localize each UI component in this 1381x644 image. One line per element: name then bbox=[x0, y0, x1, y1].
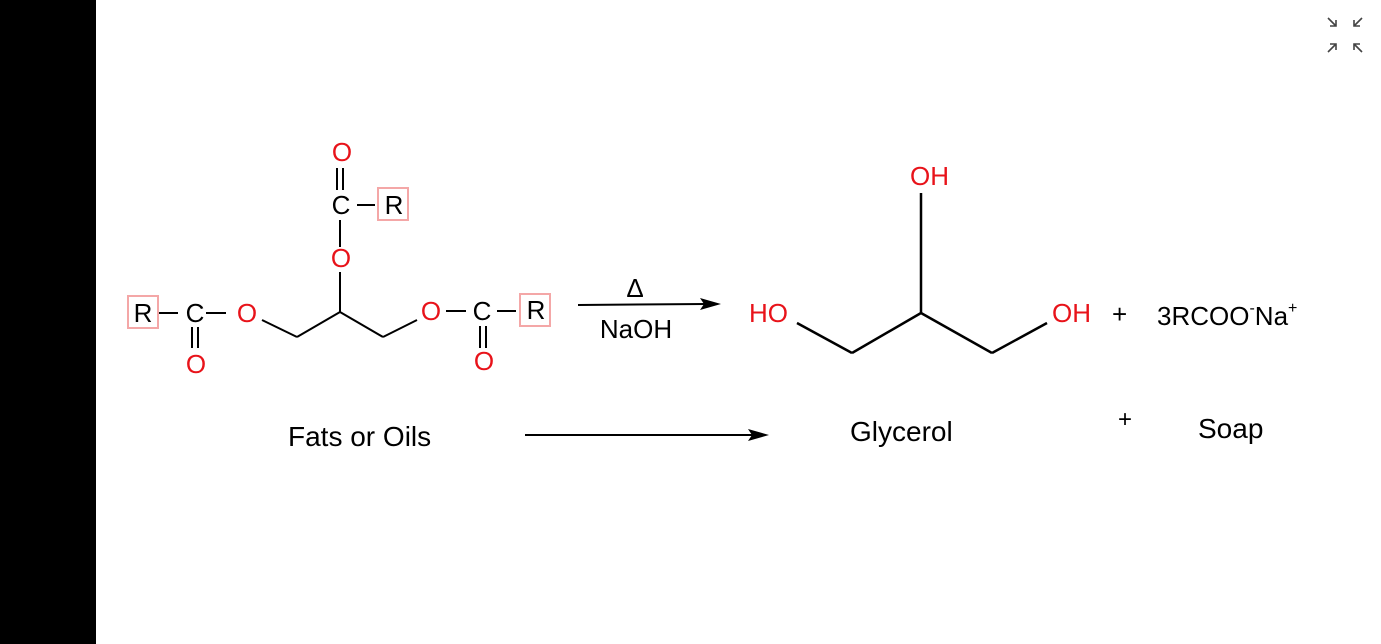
soap-formula-anion: 3RCOO bbox=[1157, 301, 1249, 331]
atom-c-right: C bbox=[473, 296, 492, 326]
atom-r-right: R bbox=[527, 295, 546, 325]
atom-c-left: C bbox=[186, 298, 205, 328]
bond-ch2-ch-left bbox=[296, 311, 341, 338]
glycerol-bond-1 bbox=[796, 321, 853, 355]
bond-ch-ch2-right bbox=[339, 311, 384, 338]
atom-o-carbonyl-left: O bbox=[186, 349, 206, 379]
bond-o-ch2-left bbox=[261, 319, 298, 338]
collapse-fullscreen-icon-graphic bbox=[1327, 17, 1363, 53]
glycerol-oh-top: OH bbox=[910, 161, 949, 191]
r-box-left bbox=[127, 295, 159, 329]
heat-delta-label: Δ bbox=[626, 273, 643, 303]
glycerol-bond-2 bbox=[851, 311, 922, 355]
atom-o-ester-left: O bbox=[237, 298, 257, 328]
caption-glycerol: Glycerol bbox=[850, 416, 953, 447]
glycerol-bond-3 bbox=[920, 311, 993, 355]
caption-plus: + bbox=[1118, 406, 1133, 433]
caption-soap: Soap bbox=[1198, 413, 1264, 444]
reaction-plus: + bbox=[1112, 299, 1127, 329]
atom-o-ester-top: O bbox=[331, 243, 351, 273]
glycerol-bond-4 bbox=[991, 321, 1048, 355]
reaction-arrow-head bbox=[700, 298, 721, 310]
atom-o-carbonyl-top: O bbox=[332, 137, 352, 167]
soap-formula-plus: + bbox=[1288, 300, 1297, 317]
atom-c-top: C bbox=[332, 190, 351, 220]
glycerol-oh-right: OH bbox=[1052, 298, 1091, 328]
r-highlight-boxes bbox=[127, 187, 551, 329]
triglyceride-atoms: R C O O O C R O O C R O bbox=[134, 137, 546, 379]
glycerol-ho-left: HO bbox=[749, 298, 788, 328]
bonds bbox=[159, 168, 516, 348]
atom-r-top: R bbox=[385, 190, 404, 220]
r-box-right bbox=[519, 293, 551, 327]
left-black-bar bbox=[0, 0, 96, 644]
glycerol-bonds bbox=[796, 193, 1048, 355]
reaction-arrow-shaft bbox=[577, 303, 707, 306]
soap-formula-minus: - bbox=[1249, 300, 1254, 317]
caption-fats-or-oils: Fats or Oils bbox=[288, 421, 432, 452]
r-box-top bbox=[377, 187, 409, 221]
atom-o-carbonyl-right: O bbox=[474, 346, 494, 376]
collapse-fullscreen-icon[interactable] bbox=[1322, 12, 1370, 58]
soap-formula: 3RCOO-Na+ bbox=[1157, 300, 1297, 331]
caption-arrow-head bbox=[748, 429, 769, 441]
soap-formula-cation: Na bbox=[1255, 301, 1289, 331]
naoh-label: NaOH bbox=[600, 314, 672, 344]
atom-o-ester-right: O bbox=[421, 296, 441, 326]
bond-ch2-o-right bbox=[382, 319, 418, 338]
glycerol-hydroxyls: HO OH OH bbox=[749, 161, 1091, 328]
atom-r-left: R bbox=[134, 298, 153, 328]
